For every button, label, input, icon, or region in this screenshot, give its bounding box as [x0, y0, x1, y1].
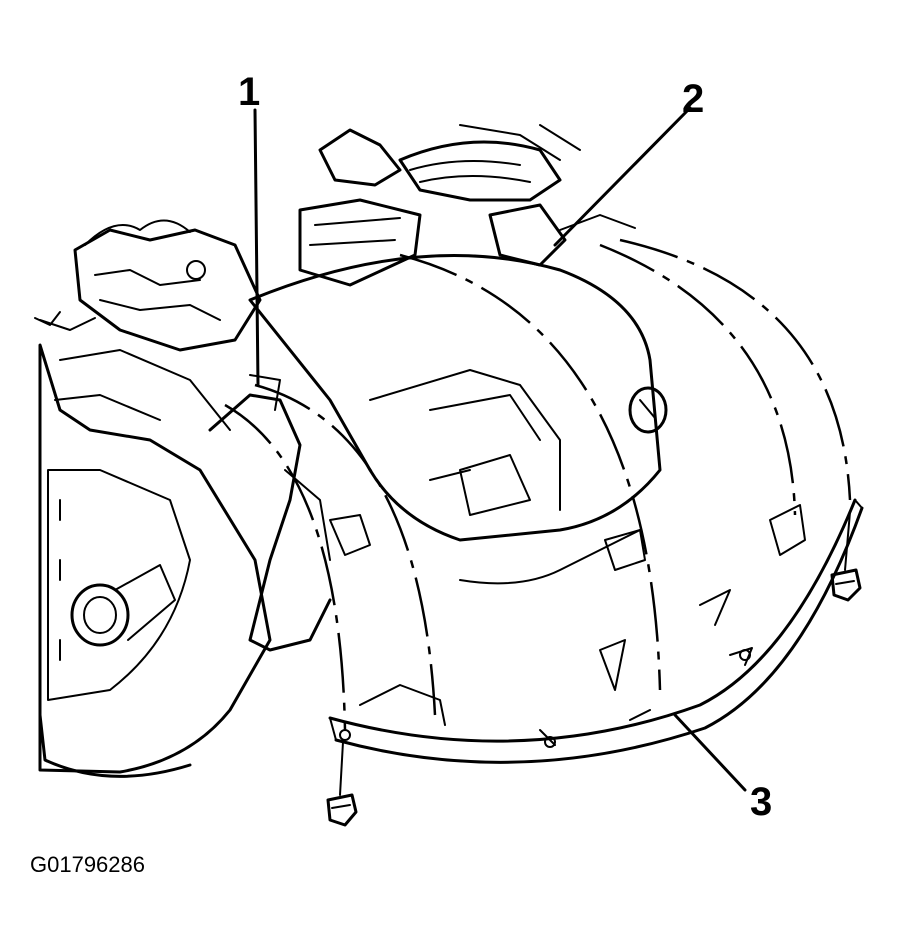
knee-bolster-panel: [328, 498, 864, 764]
callout-3-leader: [673, 713, 747, 792]
alignment-paths: [224, 238, 852, 731]
callout-2-label: 2: [682, 77, 704, 121]
air-outlet-round: [70, 583, 130, 647]
callout-2: 2: [553, 77, 704, 247]
figure-id: G01796286: [30, 852, 145, 877]
callout-2-leader: [553, 106, 692, 247]
instrument-panel-carrier: [208, 254, 668, 652]
callout-1: 1: [238, 70, 260, 387]
left-duct-housing: [38, 343, 272, 778]
electronic-module: [298, 198, 422, 287]
upper-harness-and-modules: [34, 124, 636, 352]
callout-1-leader: [253, 108, 260, 387]
steering-column-opening: [628, 386, 668, 434]
callout-3-label: 3: [750, 780, 772, 824]
callout-3: 3: [673, 713, 772, 824]
fastener-right: [830, 511, 862, 602]
callout-1-label: 1: [238, 70, 260, 114]
fastener-left: [326, 741, 358, 827]
